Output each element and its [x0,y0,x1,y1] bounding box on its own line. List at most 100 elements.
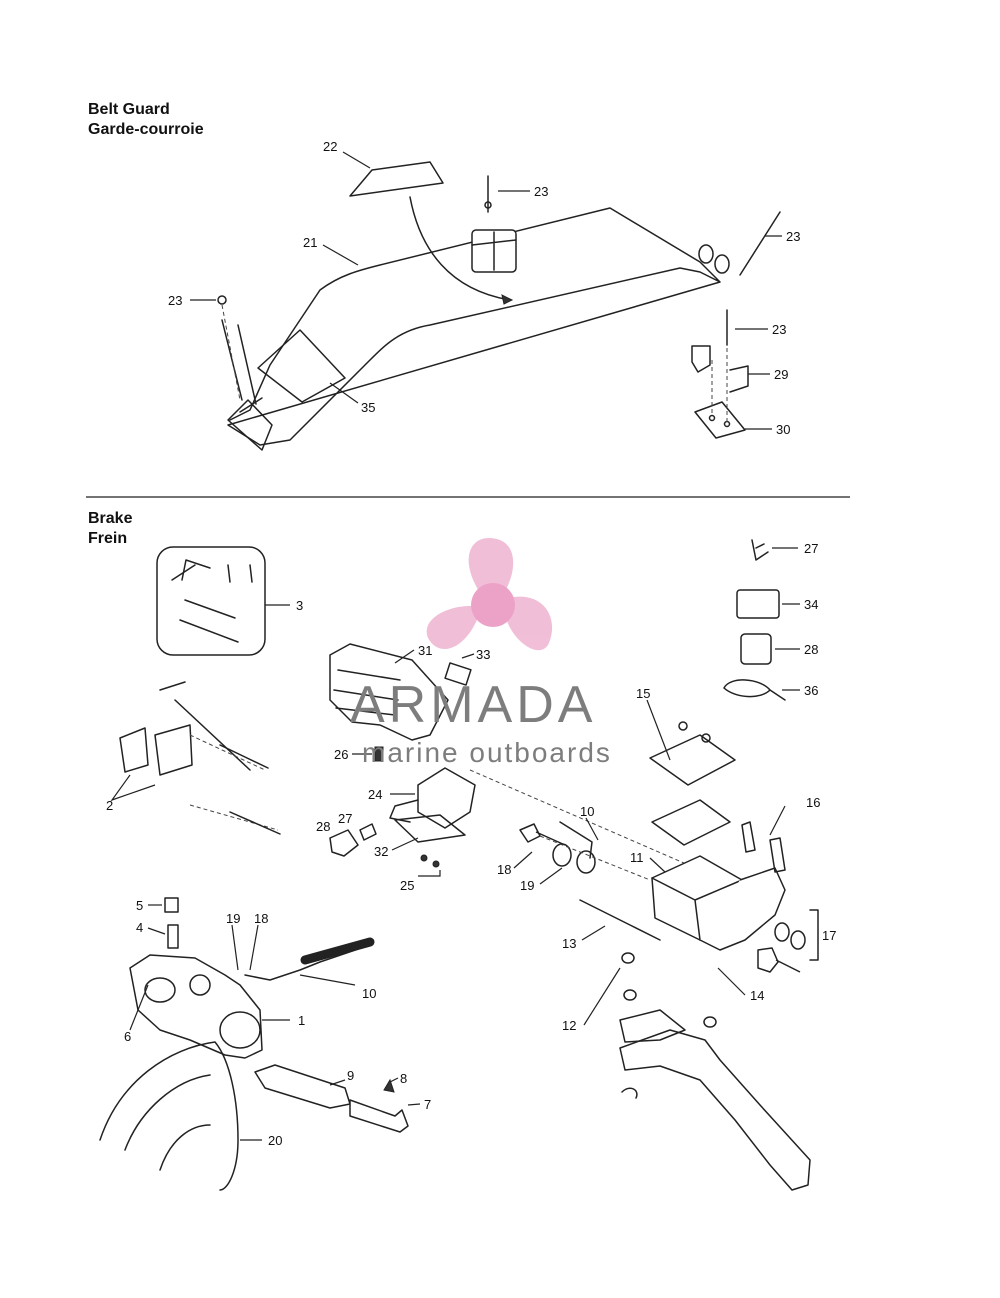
callout-33: 33 [476,647,490,662]
callout-23: 23 [786,229,800,244]
caliper-bore-1 [189,974,211,996]
callout-22: 22 [323,139,337,154]
callout-18: 18 [254,911,268,926]
callout-8: 8 [400,1071,407,1086]
cap-screw-2 [701,733,711,743]
pin-head-left [217,295,227,305]
leader-15 [646,699,671,761]
callout-26: 26 [334,747,348,762]
bushing-17a [774,922,790,942]
banjo-axis [539,835,651,881]
guard-sticker-part [257,329,346,403]
caliper-1-part [129,954,263,1059]
cap-screw-1 [678,721,688,731]
plate-30-part [694,401,746,439]
top-pin-washer [484,201,492,209]
diaphragm-part [651,799,731,846]
callout-21: 21 [303,235,317,250]
switch-24-part [417,767,476,829]
brake-title: Brake Frein [88,509,132,549]
leader-31 [394,649,415,664]
brake-group: 27 3 34 28 36 31 33 15 2 26 24 10 16 28 … [99,539,836,1191]
top-clip-detail [471,231,517,271]
guard-hole-2 [714,254,730,274]
brake-disc-20 [99,1041,239,1191]
callout-7: 7 [424,1097,431,1112]
leader-11 [649,857,666,873]
belt-guard-title-en: Belt Guard [88,101,170,118]
kit-contents [171,559,253,643]
leader-18-lower [249,924,259,971]
brake-pads-part [119,681,251,776]
callout-2: 2 [106,798,113,813]
banjo-bolt-18 [519,823,566,846]
propeller-logo-icon [426,538,553,651]
leader-10-lower [299,974,356,986]
bracket-17 [809,909,819,961]
callout-18: 18 [497,862,511,877]
washer-14 [703,1016,717,1028]
callout-23: 23 [772,322,786,337]
belt-guard-title-fr: Garde-courroie [88,121,204,138]
watermark-brand: ARMADA [350,676,596,734]
callout-17: 17 [822,928,836,943]
callout-19: 19 [520,878,534,893]
bushing-17b [790,930,806,950]
belt-guard-group: 22 23 21 23 23 23 29 35 30 [168,139,800,451]
watermark-tagline: marine outboards [362,737,612,768]
callout-29: 29 [774,367,788,382]
washer-19a [552,843,572,867]
callout-25: 25 [400,878,414,893]
callout-30: 30 [776,422,790,437]
callout-16: 16 [806,795,820,810]
callout-3: 3 [296,598,303,613]
callout-13: 13 [562,936,576,951]
washer-19b [576,850,596,874]
label-33-part [444,662,472,686]
screw-16 [741,821,786,873]
callout-27: 27 [338,811,352,826]
bleeder-4-5 [164,897,179,949]
master-cylinder-edges [651,877,743,941]
leader-19-upper [539,867,563,885]
leader-25 [418,870,441,877]
plate-hole-1 [708,414,716,422]
callout-10: 10 [580,804,594,819]
callout-36: 36 [804,683,818,698]
clip-27-lower [359,823,377,841]
brake-title-fr: Frein [88,530,128,547]
caliper-bracket-9 [254,1064,351,1109]
leader-21 [322,244,359,266]
leader-22 [342,151,371,169]
callout-23: 23 [168,293,182,308]
callout-28: 28 [804,642,818,657]
callout-27: 27 [804,541,818,556]
callout-4: 4 [136,920,143,935]
spring-26-part [374,746,384,762]
connector-28-part [740,633,772,665]
callout-10: 10 [362,986,376,1001]
guard-hole-1 [698,244,714,264]
leader-13 [581,925,606,941]
lever-bushing-1 [621,952,635,964]
leader-19-lower [231,924,239,971]
leader-14 [717,967,746,996]
left-bracket-part [221,319,273,451]
leader-6 [129,984,149,1031]
clip-27-part [751,539,769,561]
armada-watermark: ARMADA marine outboards [350,538,612,768]
cable-tie-36-part [723,679,786,701]
leader-4 [147,927,166,935]
pad-pin-2 [229,811,281,835]
lever-pivot-part [619,1009,686,1043]
belt-guard-part [227,207,721,446]
brake-hose-part [244,944,371,981]
callout-24: 24 [368,787,382,802]
callout-5: 5 [136,898,143,913]
brake-hose-sleeve [300,937,375,965]
leader-2 [110,774,156,802]
bolt-7-part [349,1099,409,1133]
right-pin-part [739,211,781,276]
